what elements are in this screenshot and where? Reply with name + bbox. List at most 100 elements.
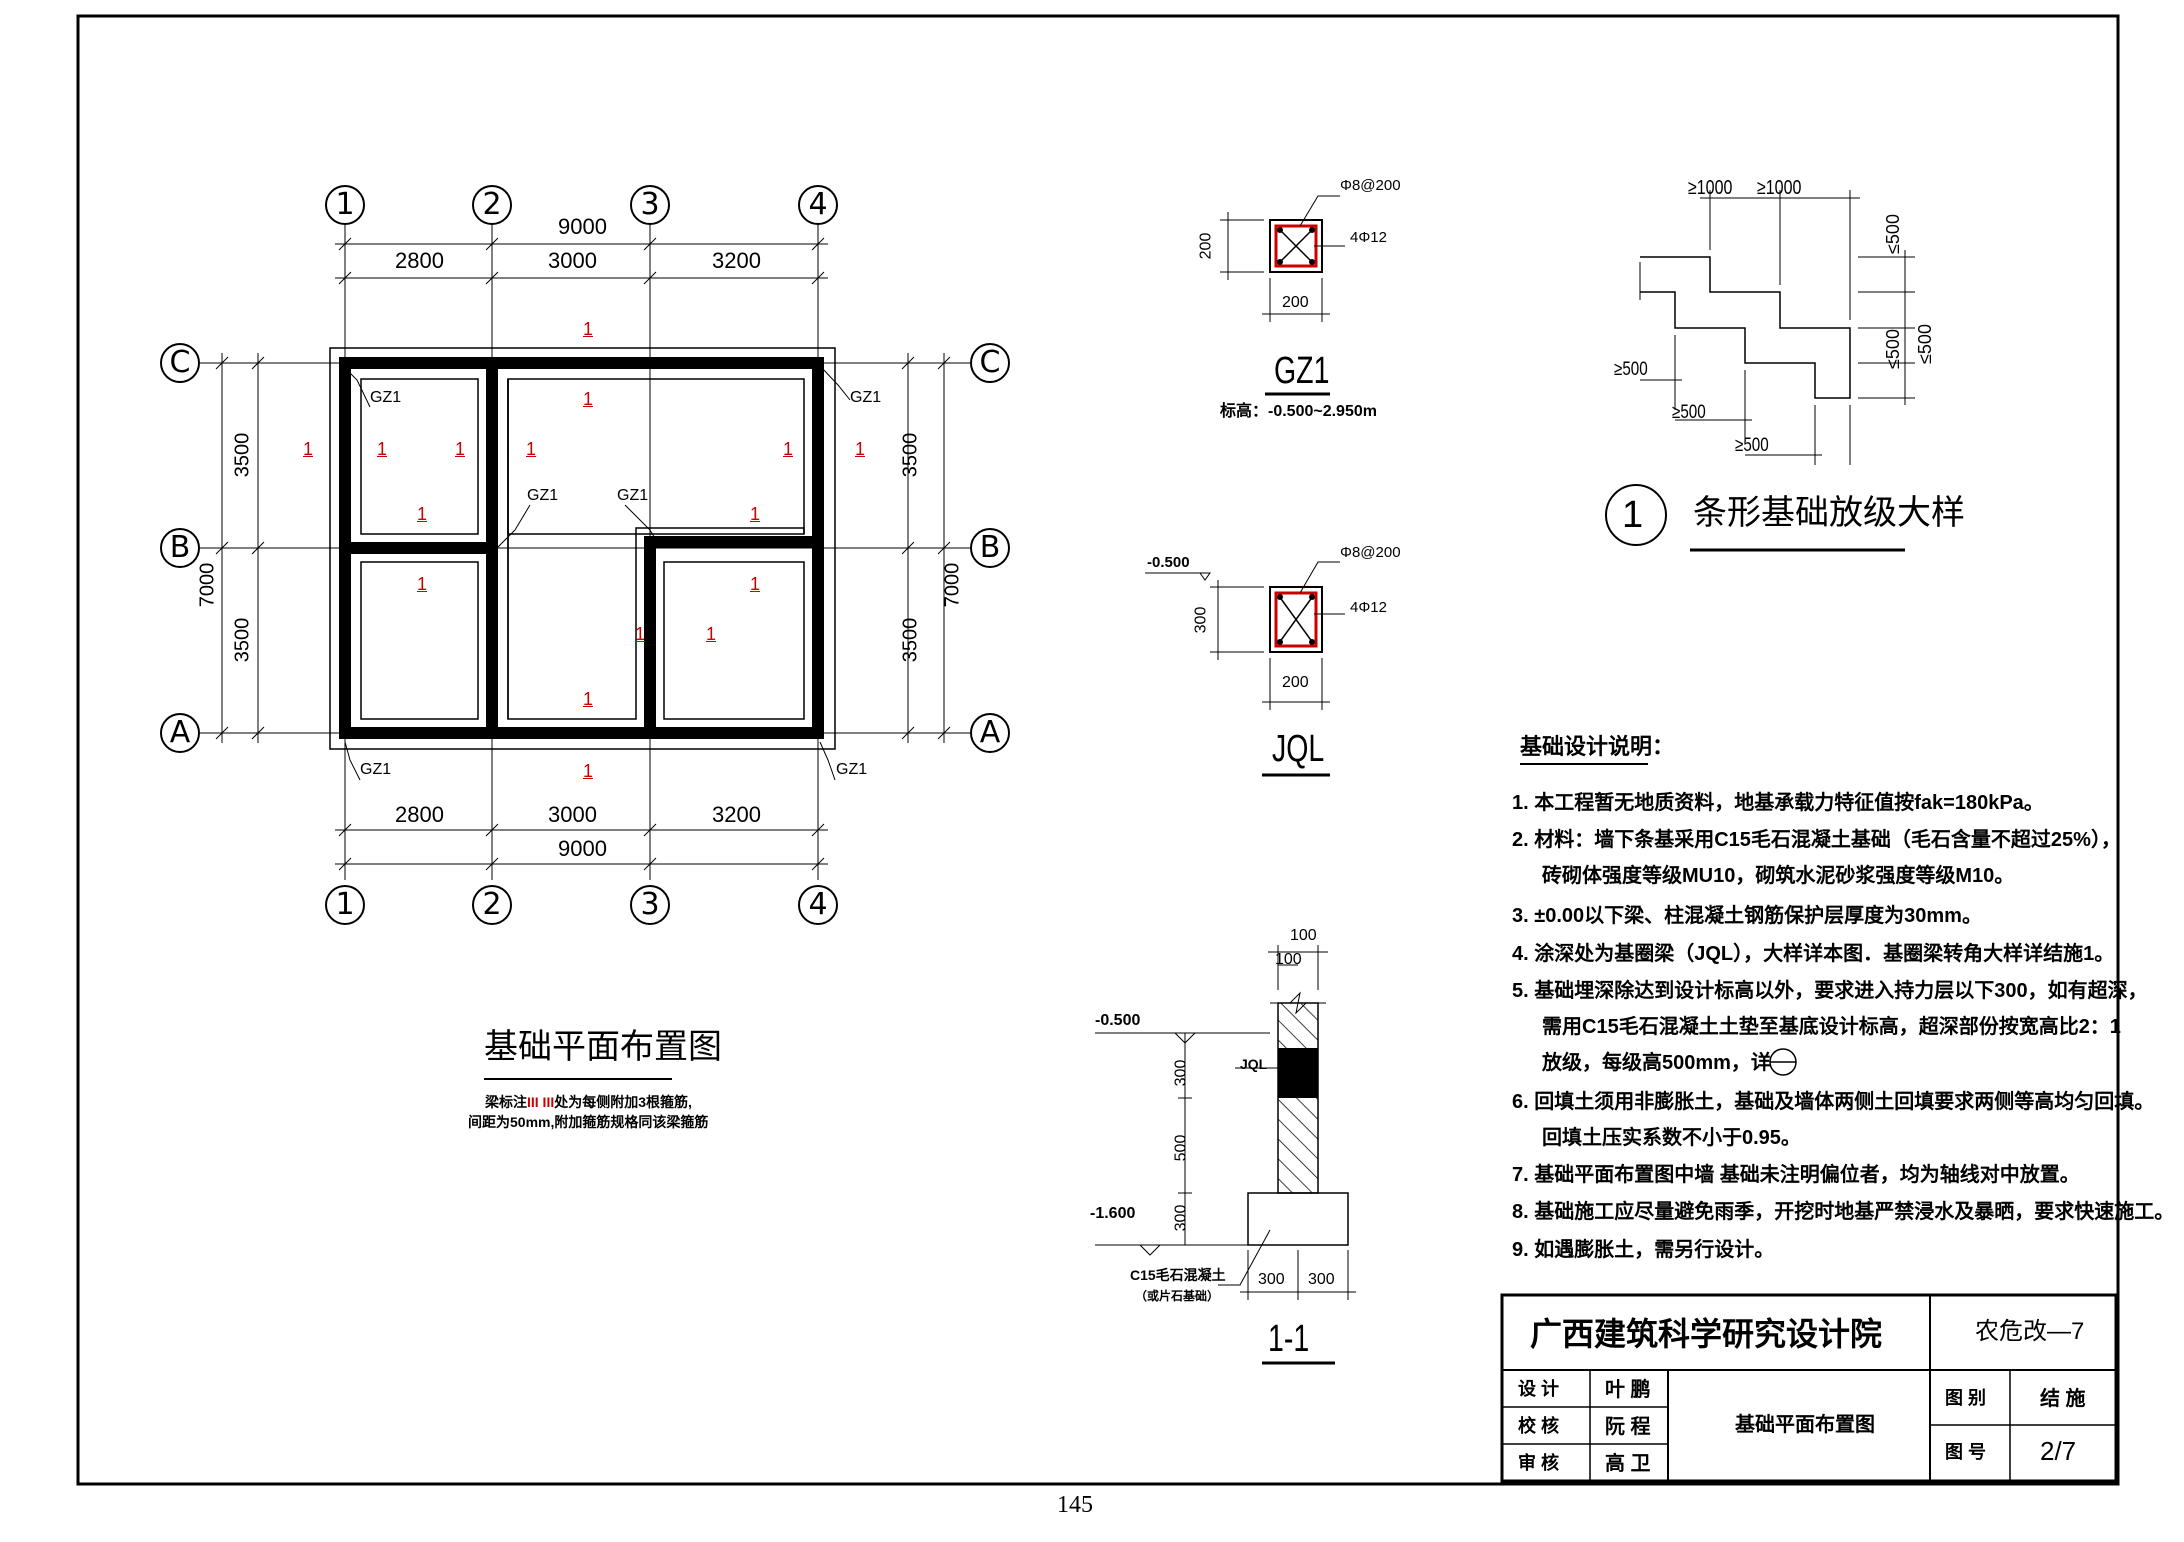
dim-span-top-1: 2800 [395,248,444,273]
jql-title: JQL [1272,728,1325,770]
plan-title: 基础平面布置图 [484,1028,722,1066]
section-jql-label: JQL [1240,1056,1268,1072]
section-mark: 1 [377,439,388,459]
dimension-line [937,356,951,370]
section-dim-top-1: 100 [1290,927,1317,944]
step-dim-left-2: ≥500 [1672,402,1706,423]
note-line: 5. 基础埋深除达到设计标高以外，要求进入持力层以下300，如有超深， [1512,980,2148,1002]
dim-span-bottom-3: 3200 [712,802,761,827]
plan-note-line1: 梁标注III III处为每侧附加3根箍筋, [485,1094,692,1110]
gz1-dim-h: 200 [1197,232,1215,260]
dimension-line [643,237,657,251]
axis-bubble-bottom-4: 4 [798,885,838,925]
dim-total-top: 9000 [558,214,607,239]
drawing-code: 农危改—7 [1975,1318,2085,1345]
jql-dim-w: 200 [1282,674,1309,691]
section-dim-v-3: 300 [1172,1204,1190,1232]
step-detail-title: 条形基础放级大样 [1693,494,1965,532]
dim-span-top-3: 3200 [712,248,761,273]
axis-bubble-left-a: A [160,713,200,753]
section-elev-bottom: -1.600 [1090,1205,1136,1222]
axis-bubble-top-2: 2 [472,185,512,225]
dimension-line [251,541,265,555]
dimension-line [485,857,499,871]
note-line: 需用C15毛石混凝土土垫至基底设计标高，超深部份按宽高比2：1 [1542,1016,2121,1038]
gz1-dim-w: 200 [1282,294,1309,311]
detail-ref-symbol [1769,1048,1797,1076]
step-detail-number: 1 [1622,494,1644,536]
axis-bubble-top-3: 3 [630,185,670,225]
sheet-number: 2/7 [2040,1436,2077,1466]
section-mark: 1 [750,504,761,524]
gz1-section [1220,195,1345,396]
note-line: 2. 材料：墙下条基采用C15毛石混凝土基础（毛石含量不超过25%）， [1512,829,2121,851]
gz1-rebar: 4Φ12 [1350,229,1387,246]
gz1-stirrup: Φ8@200 [1340,177,1401,194]
note-line: 4. 涂深处为基圈梁（JQL），大样详本图．基圈梁转角大样详结施1。 [1512,943,2115,965]
jql-rebar: 4Φ12 [1350,599,1387,616]
dimension-line [901,356,915,370]
gz1-label-tr: GZ1 [850,389,882,406]
dimension-line [643,823,657,837]
dim-left-span-2: 3500 [231,617,254,663]
jql-dim-h: 300 [1192,606,1210,634]
jql-stirrup: Φ8@200 [1340,544,1401,561]
dim-right-span-2: 3500 [899,617,922,663]
section-material-alt: （或片石基础） [1135,1289,1220,1303]
axis-bubble-top-1: 1 [325,185,365,225]
note-line: 回填土压实系数不小于0.95。 [1542,1127,1801,1149]
gz1-label-mid-right: GZ1 [617,487,649,504]
axis-bubble-bottom-1: 1 [325,885,365,925]
step-dim-left-1: ≥500 [1614,359,1648,380]
title-block [1500,1293,2118,1483]
jql-section [1145,561,1345,777]
step-dim-top-1: ≥1000 [1688,177,1733,199]
dimension-line [811,237,825,251]
gz1-label-bl: GZ1 [360,761,392,778]
dimension-line [901,541,915,555]
step-dim-right-1: ≤500 [1882,214,1903,254]
dim-left-span-1: 3500 [231,432,254,478]
name-design: 叶 鹏 [1605,1379,1651,1401]
axis-bubble-bottom-2: 2 [472,885,512,925]
note-line: 1. 本工程暂无地质资料，地基承载力特征值按fak=180kPa。 [1512,792,2044,814]
role-review: 审 核 [1518,1453,1560,1473]
step-dim-right-3: ≤500 [1914,324,1935,364]
note-line: 6. 回填土须用非膨胀土，基础及墙体两侧土回填要求两侧等高均匀回填。 [1512,1091,2155,1113]
section-mark: 1 [417,504,428,524]
step-dim-left-3: ≥500 [1735,435,1769,456]
note-line: 7. 基础平面布置图中墙 基础未注明偏位者，均为轴线对中放置。 [1512,1164,2080,1186]
section-mark: 1 [583,319,594,339]
dimension-line [643,857,657,871]
gz1-elevation: 标高：-0.500~2.950m [1220,403,1377,420]
dim-right-total: 7000 [941,562,964,608]
number-label: 图 号 [1945,1442,1987,1462]
dimension-line [811,857,825,871]
note-line: 砖砌体强度等级MU10，砌筑水泥砂浆强度等级M10。 [1542,865,2015,887]
drawing-name: 基础平面布置图 [1735,1414,1875,1436]
dimension-line [338,237,352,251]
section-mark: 1 [455,439,466,459]
section-1-1 [1095,945,1356,1365]
plan-dimensions [215,237,951,871]
dim-span-top-2: 3000 [548,248,597,273]
dim-right-span-1: 3500 [899,432,922,478]
dimension-line [901,726,915,740]
jql-elevation: -0.500 [1147,554,1190,571]
role-design: 设 计 [1518,1379,1560,1399]
section-mark: 1 [583,389,594,409]
sheet-border [76,14,2120,1486]
role-check: 校 核 [1518,1416,1560,1436]
section-mark: 1 [417,574,428,594]
axis-bubble-right-a: A [970,713,1010,753]
section-elev-top: -0.500 [1095,1012,1141,1029]
section-mark: 1 [750,574,761,594]
section-mark: 1 [583,689,594,709]
dimension-line [215,726,229,740]
section-dim-v-1: 300 [1172,1059,1190,1087]
gz1-label-tl: GZ1 [370,389,402,406]
note-line: 8. 基础施工应尽量避免雨季，开挖时地基严禁浸水及暴晒，要求快速施工。 [1512,1201,2175,1223]
section-dim-h-2: 300 [1308,1271,1335,1288]
plan-note-line2: 间距为50mm,附加箍筋规格同该梁箍筋 [468,1114,709,1130]
